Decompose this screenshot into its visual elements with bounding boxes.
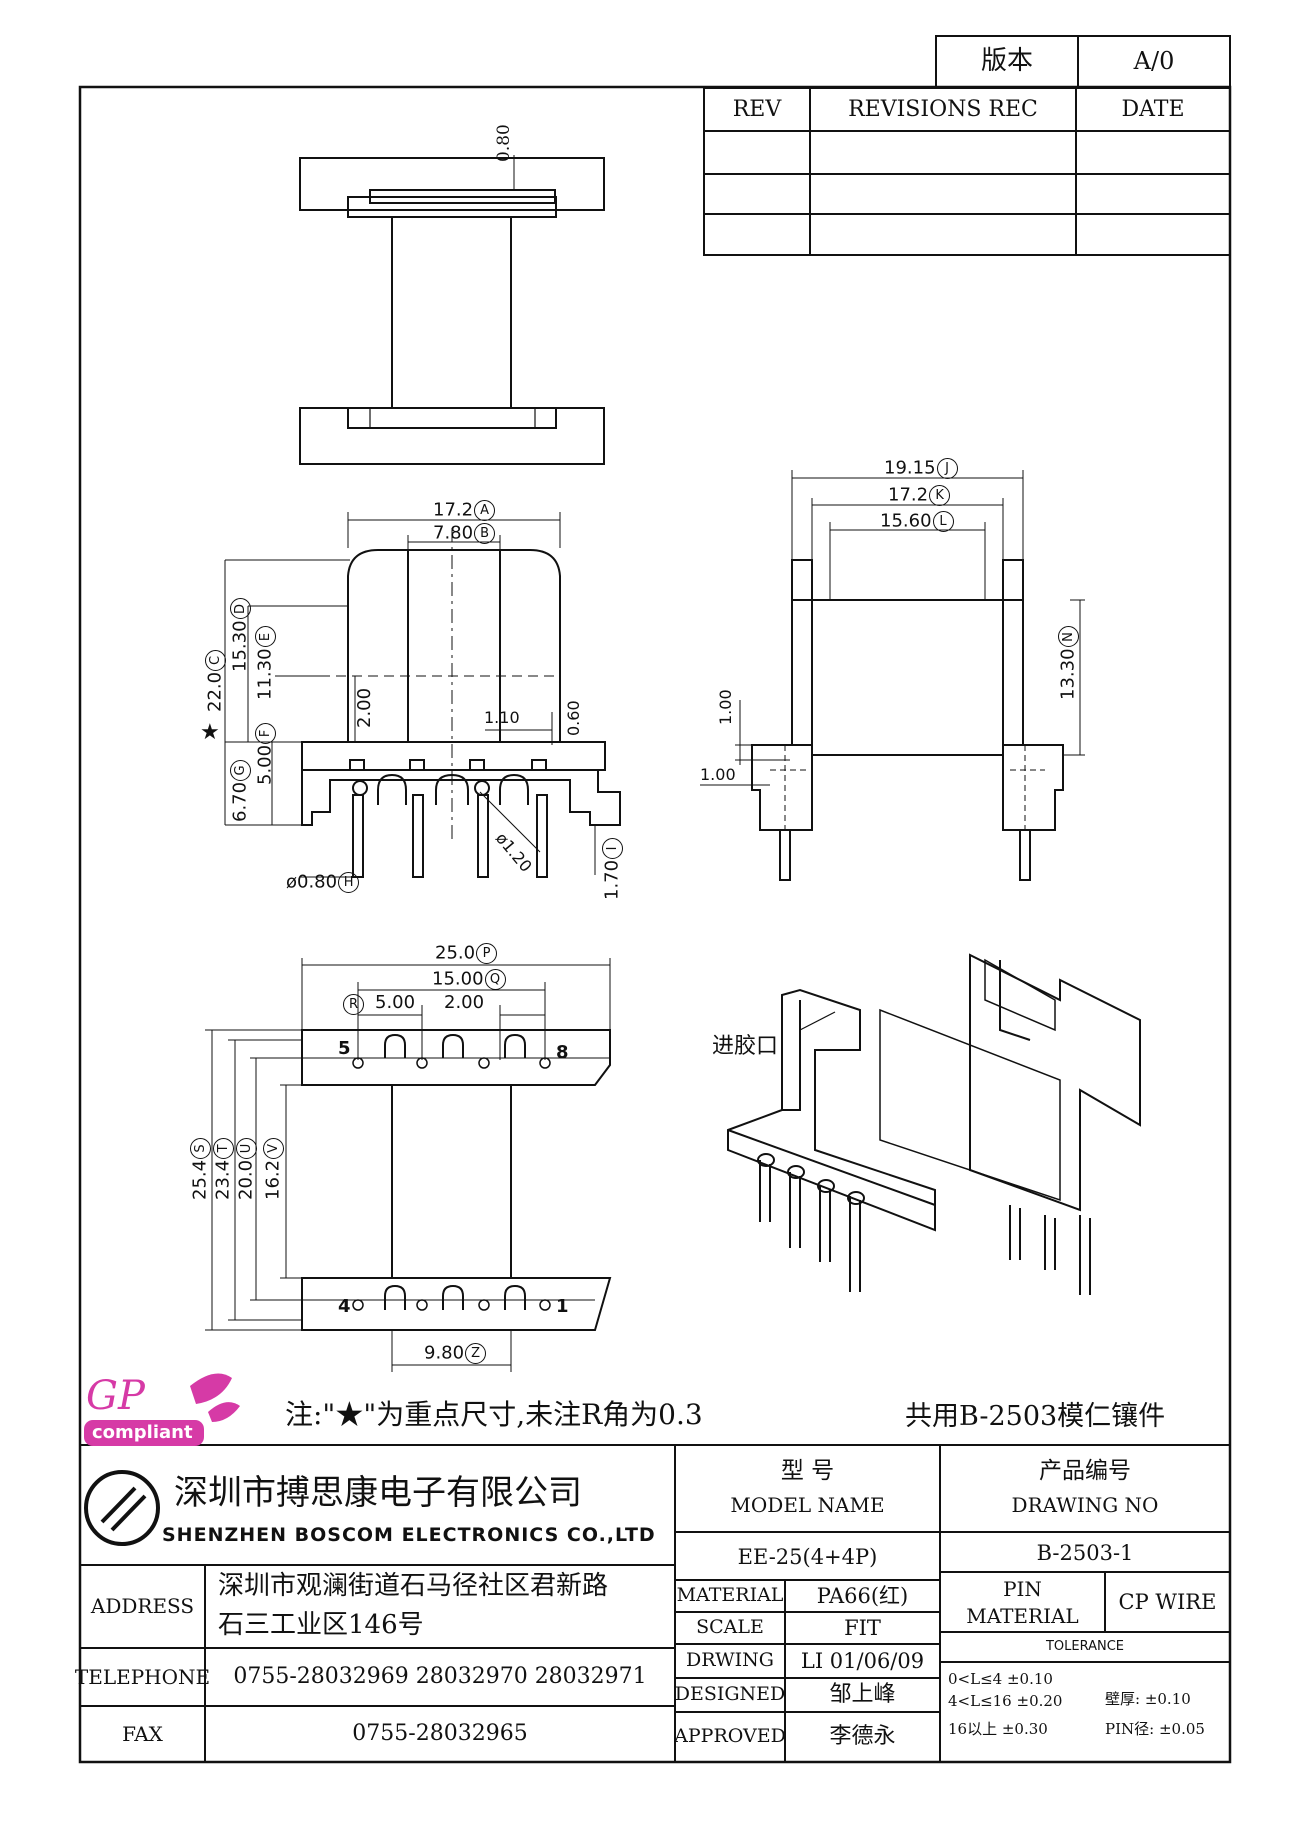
dim-0.80: 0.80 [494,124,514,162]
dim-D: 15.30D [230,598,251,672]
dim-2.00-front: 2.00 [354,687,375,728]
gp-compliant-logo-icon [84,1373,240,1446]
revision-table: REV REVISIONS REC DATE [703,87,1231,256]
gp-logo-text: GP [86,1373,145,1419]
address-line1: 深圳市观澜街道石马径社区君新路 [218,1571,609,1601]
tolerance-row2: 4<L≤16 ±0.20 [948,1692,1063,1710]
revisions-rec-header: REVISIONS REC [848,96,1038,122]
dim-U: 20.0U [236,1137,257,1200]
dim-0.60: 0.60 [564,700,583,736]
designed-value: 邹上峰 [829,1682,896,1708]
dim-I: 1.70I [602,837,623,900]
tolerance-row3: 16以上 ±0.30 [948,1720,1048,1738]
address-line2: 石三工业区146号 [218,1610,424,1640]
scale-value: FIT [844,1615,881,1640]
dim-1.10: 1.10 [484,708,520,727]
tolerance-wall: 壁厚: ±0.10 [1105,1690,1191,1708]
version-value: A/0 [1133,47,1175,76]
pin-label-8: 8 [556,1042,569,1063]
dim-E: 11.30E [255,626,276,700]
pin-label-4: 4 [338,1296,351,1317]
date-header: DATE [1121,96,1185,122]
version-label: 版本 [937,37,1079,87]
title-block [80,1444,1230,1762]
dim-1.00-vertical: 1.00 [716,689,735,725]
isometric-view [727,953,1141,1295]
dim-2.00-bottom: 2.00 [444,992,485,1013]
dim-G: 6.70G [230,759,251,822]
telephone-value: 0755-28032969 28032970 28032971 [233,1664,647,1690]
model-label-en: MODEL NAME [730,1492,885,1517]
designed-label: DESIGNED [674,1683,786,1706]
drawing-frame [78,85,1232,1764]
version-box: 版本 A/0 [935,35,1231,89]
dim-T: 23.4T [213,1137,234,1200]
pin-label-5: 5 [338,1038,351,1059]
dim-C: 22.0C [205,649,226,712]
fax-label: FAX [122,1721,163,1746]
approved-label: APPROVED [674,1725,786,1748]
front-view [224,512,621,878]
material-value: PA66(红) [816,1583,909,1608]
material-label: MATERIAL [676,1584,784,1607]
tolerance-row1: 0<L≤4 ±0.10 [948,1670,1053,1688]
scale-label: SCALE [696,1616,764,1639]
compliant-logo-text: compliant [92,1422,193,1443]
tolerance-label: TOLERANCE [1045,1638,1125,1654]
rev-header: REV [732,96,782,122]
fax-value: 0755-28032965 [352,1721,528,1747]
shared-insert-note: 共用B-2503模仁镶件 [905,1401,1166,1432]
telephone-label: TELEPHONE [74,1664,211,1689]
drawing-label-en: DRAWING NO [1011,1492,1159,1517]
tolerance-pin: PIN径: ±0.05 [1105,1720,1205,1738]
drwing-label: DRWING [686,1649,774,1672]
drawing-note: 注:"★"为重点尺寸,未注R角为0.3 [285,1398,703,1431]
star-mark: ★ [200,720,220,745]
dim-R: R [342,994,364,1015]
dim-1.00-horizontal: 1.00 [700,765,736,784]
pin-label-line1: PIN [1003,1576,1042,1601]
gate-label: 进胶口 [712,1034,779,1059]
pin-material-value: CP WIRE [1118,1589,1217,1614]
company-logo-icon [84,1470,160,1546]
drawing-no-value: B-2503-1 [1036,1540,1134,1565]
dim-S: 25.4S [190,1137,211,1200]
dim-F: 5.00F [255,722,276,785]
dim-N: 13.30N [1058,626,1079,700]
model-label-cn: 型 号 [780,1457,835,1484]
pin-label-1: 1 [556,1296,569,1317]
drawing-label-cn: 产品编号 [1039,1457,1131,1484]
company-name-cn: 深圳市搏思康电子有限公司 [174,1473,582,1513]
company-name-en: SHENZHEN BOSCOM ELECTRONICS CO.,LTD [162,1524,656,1546]
pin-label-line2: MATERIAL [966,1603,1079,1628]
address-label: ADDRESS [90,1594,195,1618]
dim-V: 16.2V [263,1137,284,1200]
side-view [700,470,1085,881]
approved-value: 李德永 [829,1724,896,1750]
top-view [299,155,605,465]
drwing-value: LI 01/06/09 [800,1648,925,1673]
model-value: EE-25(4+4P) [737,1544,878,1569]
dim-5.00: 5.00 [375,992,416,1013]
